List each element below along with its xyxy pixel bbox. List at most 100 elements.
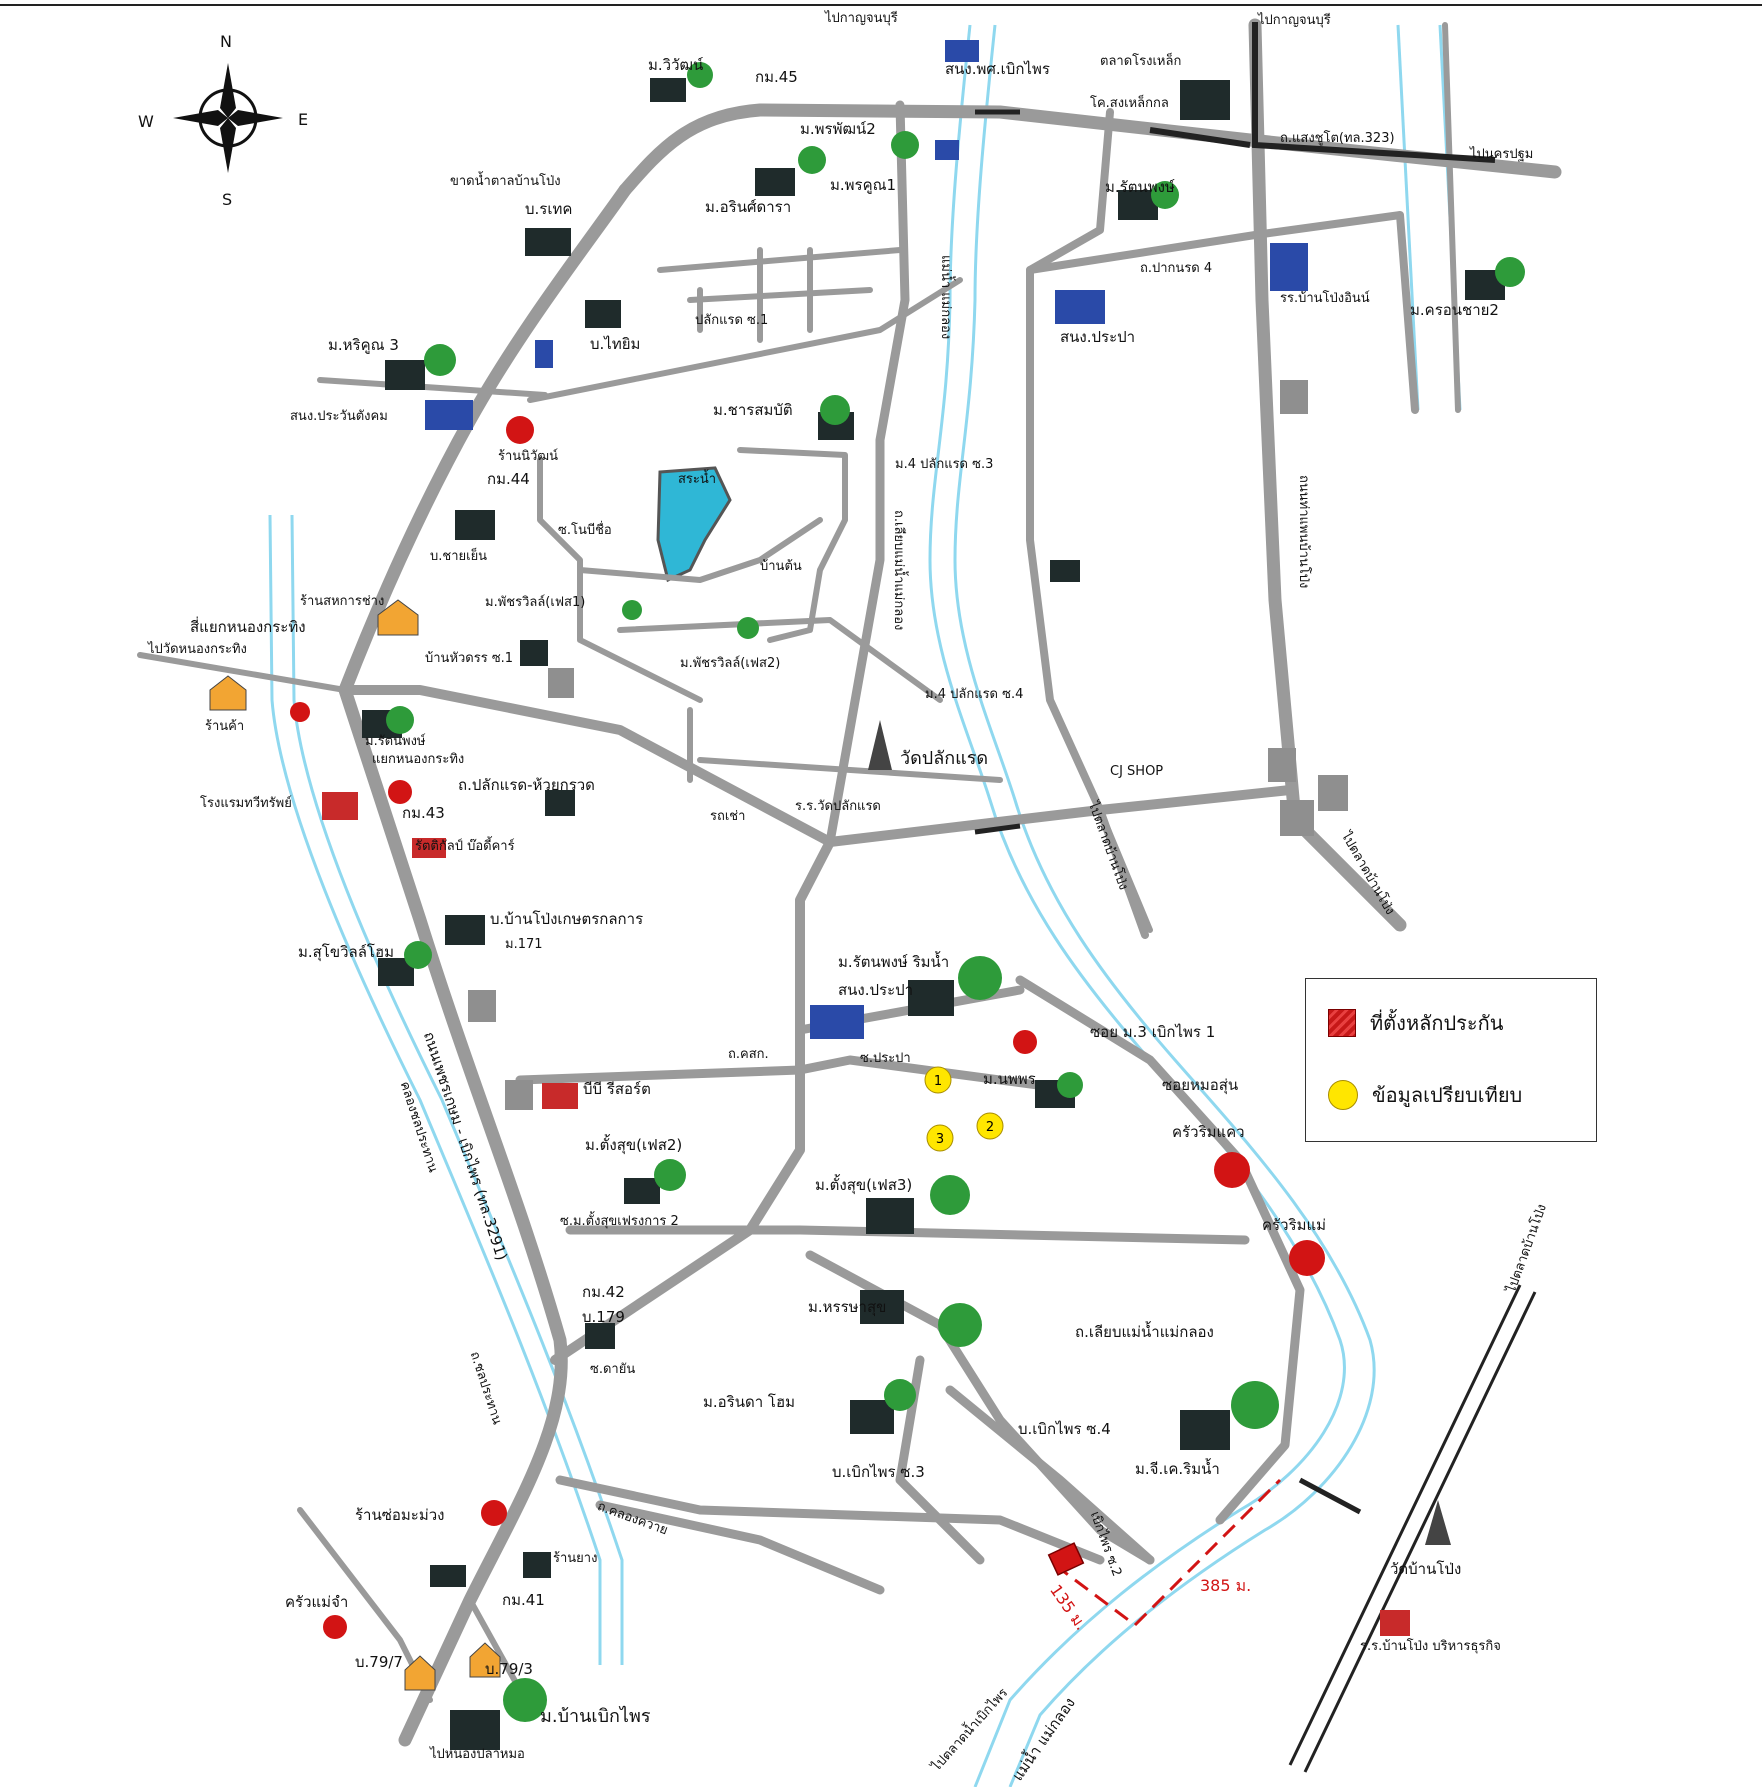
- comparison-point-1: 1: [934, 1074, 942, 1089]
- label-pakrad1: ปลักแรด ซ.1: [695, 313, 769, 328]
- label-b-boekphrai4: บ.เบิกไพร ซ.4: [1018, 1420, 1111, 1438]
- collateral-swatch: [1328, 1009, 1356, 1037]
- label-m-charoen: ม.ชารสมบัติ: [713, 401, 793, 419]
- distance-arrow: [1054, 1478, 1282, 1627]
- label-m-phi2: ม.พัชรวิลล์(เฟส2): [680, 656, 781, 671]
- label-soi-m3: ซอย ม.3 เบิกไพร 1: [1090, 1023, 1216, 1041]
- label-soi-tangsuk: ซ.ม.ตั้งสุขเฟรงการ 2: [560, 1214, 679, 1229]
- label-boat: รถเช่า: [710, 809, 746, 824]
- label-school-banpong-b: ร.ร.บ้านโป่ง บริหารธุรกิจ: [1360, 1639, 1501, 1654]
- label-cj-shop: CJ SHOP: [1110, 764, 1164, 779]
- label-m-hansa: ม.หรรษาสุข: [808, 1298, 887, 1316]
- pond: [656, 466, 732, 583]
- label-b79-3: บ.79/3: [485, 1660, 533, 1678]
- roads: [137, 18, 1562, 1747]
- label-river-maeklong-n: แม่น้ำ แม่กลอง: [938, 255, 953, 340]
- label-school-banpong: รร.บ้านโป่งอินน์: [1280, 291, 1370, 306]
- label-road-kk: ถ.คสก.: [728, 1047, 769, 1062]
- label-road-pakrad-hui: ถ.ปลักแรด-ห้วยกรวด: [458, 776, 595, 794]
- label-to-nakhonpathom: ไปนครปฐม: [1470, 147, 1534, 162]
- compass-w: W: [138, 112, 154, 131]
- label-m-sirin: ม.อรินศ์ดารา: [705, 198, 792, 216]
- label-hotel-road: ขาดน้ำตาลบ้านโป่ง: [450, 174, 561, 189]
- label-km41: กม.41: [502, 1591, 545, 1609]
- label-m-rat: ม.รัตนพงษ์: [1105, 178, 1175, 196]
- label-shop-nitiwat: ร้านนิวัฒน์: [498, 449, 558, 464]
- label-m-khurin: ม.ครอนชาย2: [1410, 301, 1499, 319]
- label-road-pakthong: ถ.ปากนรด 4: [1140, 261, 1213, 276]
- label-krua-rimmae: ครัวริมแม่: [1262, 1216, 1327, 1234]
- compass-icon: [173, 63, 283, 173]
- label-school-local: สนง.ประวันตังคม: [290, 409, 388, 424]
- label-coal-market: ตลาดโรงเหล็ก: [1100, 54, 1182, 69]
- label-m-suksawat: ม.สุโขวิลล์โฮม: [298, 943, 395, 961]
- compass-s: S: [222, 190, 233, 209]
- label-krua-mae: ครัวแม่จำ: [285, 1593, 349, 1611]
- comparison-point-3: 3: [936, 1132, 944, 1147]
- label-to-kanchanaburi-1: ไปกาญจนบุรี: [825, 11, 898, 26]
- collateral-marker: [1047, 1542, 1085, 1576]
- label-road-riverside: ถ.เลียบแม่น้ำแม่กลอง: [891, 510, 906, 631]
- label-road-saengchuto: ถ.แสงชูโต(ทล.323): [1280, 131, 1395, 146]
- main-black-roads: [1149, 22, 1496, 163]
- label-wat-pakrad: วัดปลักแรด: [900, 748, 989, 769]
- label-school-boekphrai: สนง.พศ.เบิกไพร: [945, 60, 1050, 78]
- railway: [1288, 1284, 1537, 1773]
- label-m-wiwat: ม.วิวัฒน์: [648, 56, 704, 74]
- label-b171: ม.171: [505, 937, 543, 952]
- compass-e: E: [298, 110, 309, 129]
- label-hotel-chaiwan: โรงแรมทวีทรัพย์: [200, 796, 292, 811]
- label-m-haricoon: ม.หริคูณ 3: [328, 336, 399, 354]
- label-soi-prapa: ซ.ประปา: [860, 1051, 911, 1066]
- label-junction-kh: สี่แยกหนองกระทิง: [190, 618, 306, 636]
- label-kruarimkhwae: ครัวริมแคว: [1172, 1123, 1245, 1141]
- label-km42: กม.42: [582, 1283, 625, 1301]
- label-km44: กม.44: [487, 470, 530, 488]
- label-m-tangsuk2: ม.ตั้งสุข(เฟส2): [585, 1136, 683, 1154]
- river-maeklong: [928, 24, 1376, 1787]
- label-pond: สระน้ำ: [678, 472, 717, 487]
- compass-n: N: [220, 32, 232, 51]
- label-m-nopphon: ม.นพพร: [983, 1070, 1036, 1088]
- label-ban-huadon: บ้านหัวดรร ซ.1: [425, 651, 514, 666]
- label-school-wat-pakrad: ร.ร.วัดปลักแรด: [795, 799, 881, 814]
- label-to-kanchanaburi-2: ไปกาญจนบุรี: [1258, 13, 1331, 28]
- legend-collateral-label: ที่ตั้งหลักประกัน: [1370, 1011, 1504, 1035]
- label-road-riverside2: ถ.เลียบแม่น้ำแม่กลอง: [1075, 1323, 1214, 1341]
- label-m-phi1: ม.พัชรวิลล์(เฟส1): [485, 595, 586, 610]
- label-office-prapa2: สนง.ประปา: [838, 981, 914, 999]
- label-b-chayen: บ.ชายเย็น: [430, 549, 488, 564]
- label-m-tangsuk3: ม.ตั้งสุข(เฟส3): [815, 1176, 913, 1194]
- label-km43: กม.43: [402, 804, 445, 822]
- comparison-points: [924, 1066, 1004, 1152]
- label-m-ratanaphong: ม.รัตนพงษ์: [365, 734, 426, 749]
- label-shop-small: ร้านยาง: [553, 1551, 598, 1566]
- label-ban-home: บ้านต้น: [760, 559, 802, 574]
- label-office-prapa: สนง.ประปา: [1060, 328, 1136, 346]
- label-b179: บ.179: [582, 1308, 625, 1326]
- label-b-rathep: บ.รเทค: [525, 200, 573, 218]
- label-pakrad3: ม.4 ปลักแรด ซ.3: [895, 457, 994, 472]
- label-b-boekphrai3: บ.เบิกไพร ซ.3: [832, 1463, 925, 1481]
- label-pakrad4: ม.4 ปลักแรด ซ.4: [925, 687, 1024, 702]
- bridges: [974, 109, 1362, 1515]
- label-road-vertical-r: ถนนท่าแพนบ้านโป่ง: [1296, 475, 1311, 589]
- comparison-point-2: 2: [986, 1120, 994, 1135]
- legend-comparison-label: ข้อมูลเปรียบเทียบ: [1372, 1083, 1523, 1107]
- label-b-thaiyom: บ.ไทยิม: [590, 335, 641, 353]
- label-to-nongkrathing: ไปวัดหนองกระทิง: [148, 642, 247, 657]
- label-shop-sommamuang: ร้านซ่อมะม่วง: [355, 1506, 445, 1524]
- landmark-icons: [209, 40, 1525, 1750]
- label-wat-banpong: วัดบ้านโป่ง: [1390, 1560, 1462, 1578]
- label-b-banpong-kaset: บ.บ้านโป่งเกษตรกลการ: [490, 910, 644, 928]
- label-b79-7: บ.79/7: [355, 1653, 403, 1671]
- label-m-jk: ม.จี.เค.ริมน้ำ: [1135, 1460, 1220, 1478]
- distance-385: 385 ม.: [1200, 1576, 1252, 1595]
- legend-collateral: ที่ตั้งหลักประกัน: [1328, 1007, 1503, 1039]
- label-km45: กม.45: [755, 68, 798, 86]
- legend-comparison: ข้อมูลเปรียบเทียบ: [1328, 1079, 1522, 1111]
- label-m-pro1: ม.พรคูณ1: [830, 176, 897, 194]
- label-to-nongplamo: ไปหนองปลาหมอ: [430, 1747, 525, 1762]
- label-shop-service: รัตติกัลป์ บ๊อดี้คาร์: [415, 839, 515, 854]
